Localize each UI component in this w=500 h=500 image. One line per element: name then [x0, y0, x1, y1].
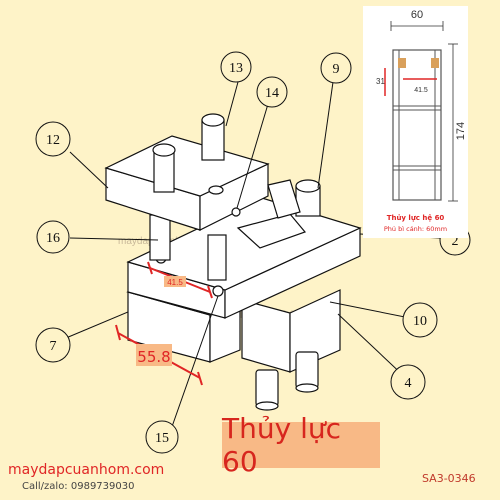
callout-13 — [220, 51, 252, 83]
callout-12-label: 12 — [46, 133, 60, 148]
profile-drawing: 60 31 41.5 174 — [376, 9, 467, 202]
inset-subcaption: Phủ bì cánh: 60mm — [383, 225, 448, 233]
callout-14 — [256, 76, 288, 108]
profile-inset: 60 31 41.5 174 Thủy lực hệ 60 Phủ bì cán… — [363, 6, 468, 238]
callout-12 — [35, 121, 71, 157]
title-box: Thủy lực 60 — [222, 412, 380, 478]
upper-plate — [104, 135, 270, 231]
callout-15-label: 15 — [155, 431, 169, 446]
callout-16-label: 16 — [46, 231, 60, 246]
dimension-large: 55.8 — [115, 324, 203, 386]
callout-9-label: 9 — [333, 62, 340, 77]
guide-pillars — [149, 214, 227, 281]
website-link[interactable]: maydapcuanhom.com — [8, 462, 165, 478]
inset-caption: Thủy lực hệ 60 — [386, 214, 445, 222]
callout-16 — [36, 220, 70, 254]
title-text: Thủy lực 60 — [222, 412, 341, 478]
callout-9 — [320, 52, 352, 84]
callout-2-label: 2 — [452, 234, 459, 249]
callout-4 — [390, 364, 426, 400]
callout-10-label: 10 — [413, 314, 427, 329]
callout-4-label: 4 — [405, 376, 412, 391]
dimension-small: 41.5 — [147, 261, 213, 299]
callout-13-label: 13 — [229, 61, 243, 76]
bottom-bolts — [255, 351, 319, 411]
callout-7 — [35, 327, 71, 363]
dimension-large-text: 55.8 — [137, 348, 170, 366]
callout-7-label: 7 — [50, 339, 57, 354]
callout-10 — [402, 302, 438, 338]
inset-height-text: 174 — [455, 122, 467, 140]
inset-w415-text: 41.5 — [414, 87, 428, 94]
product-code: SA3-0346 — [422, 472, 476, 485]
contact-phone: Call/zalo: 0989739030 — [22, 481, 135, 492]
dimension-small-text: 41.5 — [167, 278, 183, 287]
inset-width-text: 60 — [411, 9, 423, 21]
inset-h31-text: 31 — [376, 77, 385, 86]
callout-15 — [145, 420, 179, 454]
callout-14-label: 14 — [265, 86, 279, 101]
punch-tool — [236, 179, 307, 249]
